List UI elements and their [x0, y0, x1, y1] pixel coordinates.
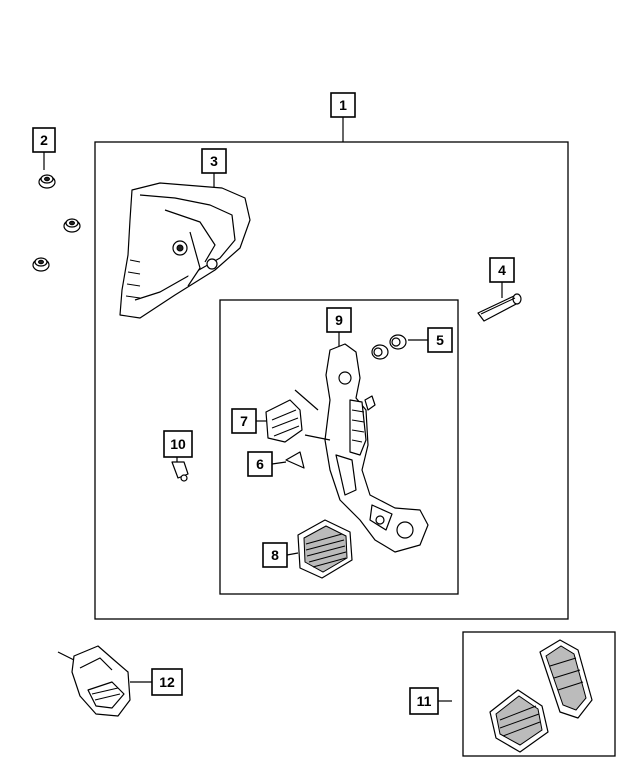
callout-12: 12 — [151, 668, 183, 696]
callout-4-label: 4 — [498, 262, 506, 278]
callout-4: 4 — [489, 257, 515, 283]
callout-6: 6 — [247, 451, 273, 477]
callout-10-label: 10 — [170, 436, 186, 452]
bracket-part-3 — [119, 173, 251, 319]
pedal-assembly-frame-9 — [219, 299, 459, 595]
callout-7: 7 — [231, 408, 257, 434]
callout-2: 2 — [32, 127, 56, 153]
callout-12-label: 12 — [159, 674, 175, 690]
callout-9-label: 9 — [335, 312, 343, 328]
assembly-frame-1 — [94, 141, 569, 620]
pivot-pin-part-4 — [477, 282, 522, 322]
callout-1: 1 — [330, 92, 356, 118]
callout-2-label: 2 — [40, 132, 48, 148]
callout-6-label: 6 — [256, 456, 264, 472]
clip-part-6 — [271, 451, 305, 469]
callout-9: 9 — [326, 307, 352, 333]
bushing-part-5 — [371, 334, 428, 360]
callout-5-label: 5 — [436, 332, 444, 348]
pedal-pad-part-8 — [286, 519, 353, 579]
callout-8: 8 — [262, 542, 288, 568]
nut-part-2 — [32, 152, 81, 272]
pedal-arm-part-9 — [324, 332, 429, 553]
callout-5: 5 — [427, 327, 453, 353]
pedal-pad-kit-part-11 — [438, 639, 593, 753]
callout-1-label: 1 — [339, 97, 347, 113]
switch-part-12 — [57, 645, 152, 717]
callout-3: 3 — [201, 148, 227, 174]
callout-8-label: 8 — [271, 547, 279, 563]
pedal-pad-kit-frame-11 — [462, 631, 616, 757]
callout-10: 10 — [163, 430, 193, 458]
callout-11-label: 11 — [417, 693, 432, 709]
callout-11: 11 — [409, 687, 439, 715]
clip-part-10 — [171, 457, 189, 482]
callout-3-label: 3 — [210, 153, 218, 169]
callout-7-label: 7 — [240, 413, 248, 429]
sensor-bracket-part-7 — [256, 389, 331, 443]
